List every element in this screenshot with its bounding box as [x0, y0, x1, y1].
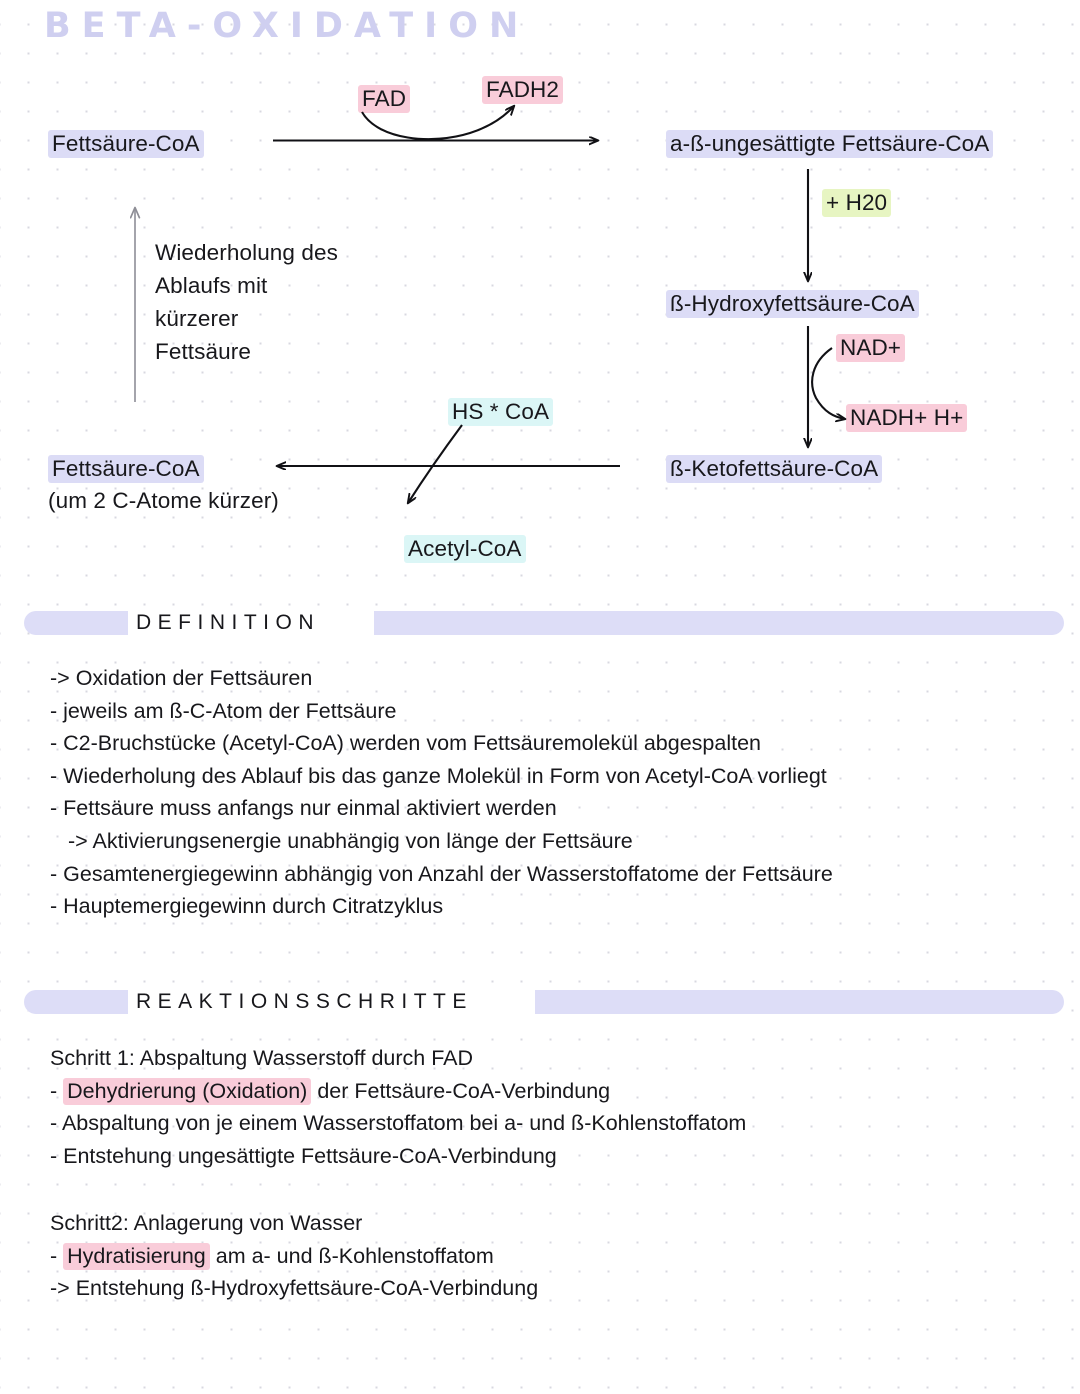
list-item: - Wiederholung des Ablauf bis das ganze … — [50, 763, 827, 788]
step1-heading: Schritt 1: Abspaltung Wasserstoff durch … — [50, 1046, 474, 1070]
definition-bar-gap — [128, 608, 374, 638]
step2-block: Schritt2: Anlagerung von Wasser - Hydrat… — [50, 1207, 538, 1305]
step2-bullet-2: -> Entstehung ß-Hydroxyfettsäure-CoA-Ver… — [50, 1276, 539, 1301]
loop-note-line-3: kürzerer — [155, 306, 239, 331]
node-fettsaeure-coa-end-note: (um 2 C-Atome kürzer) — [48, 488, 279, 513]
node-unsaturated-fatty-acyl-coa: a-ß-ungesättigte Fettsäure-CoA — [666, 130, 994, 158]
node-water-addition: + H20 — [822, 189, 892, 217]
node-nad-plus-label: NAD+ — [836, 334, 906, 362]
list-item: -> Oxidation der Fettsäuren — [50, 666, 313, 690]
step2-highlight-term: Hydratisierung — [63, 1242, 210, 1270]
step2-bullet-1: - Hydratisierung am a- und ß-Kohlenstoff… — [50, 1240, 538, 1273]
node-acetyl-coa: Acetyl-CoA — [404, 535, 526, 563]
node-water-label: + H20 — [822, 189, 892, 217]
node-fettsaeure-coa-start-label: Fettsäure-CoA — [48, 130, 204, 158]
definition-label: DEFINITION — [136, 611, 320, 634]
node-nadh-h: NADH+ H+ — [846, 404, 968, 432]
loop-note-line-1: Wiederholung des — [155, 240, 338, 265]
node-nad-plus: NAD+ — [836, 334, 906, 362]
step1-block: Schritt 1: Abspaltung Wasserstoff durch … — [50, 1042, 746, 1172]
list-item: - Fettsäure muss anfangs nur einmal akti… — [50, 796, 557, 821]
node-keto-label: ß-Ketofettsäure-CoA — [666, 455, 883, 483]
node-fettsaeure-coa-end-label: Fettsäure-CoA — [48, 455, 204, 483]
reaktionsschritte-bar-gap — [128, 987, 535, 1017]
list-item: - Hauptemergiegewinn durch Citratzyklus — [50, 894, 444, 919]
step1-bullet-1: - Dehydrierung (Oxidation) der Fettsäure… — [50, 1075, 746, 1108]
node-fadh2-label: FADH2 — [482, 76, 564, 104]
list-item: - jeweils am ß-C-Atom der Fettsäure — [50, 698, 397, 723]
node-hydroxy-label: ß-Hydroxyfettsäure-CoA — [666, 290, 919, 318]
loop-note-line-4: Fettsäure — [155, 339, 251, 364]
step1-bullet-2: - Abspaltung von je einem Wasserstoffato… — [50, 1111, 747, 1136]
arrow-hscoa-to-acetylcoa — [408, 424, 463, 503]
bullet-dash: - — [50, 1078, 64, 1103]
node-fettsaeure-coa-end: Fettsäure-CoA — [48, 455, 204, 483]
node-nadh-h-label: NADH+ H+ — [846, 404, 968, 432]
list-item: - C2-Bruchstücke (Acetyl-CoA) werden vom… — [50, 731, 761, 756]
page-title: BETA-OXIDATION — [44, 6, 530, 46]
step1-bullet-1-rest: der Fettsäure-CoA-Verbindung — [311, 1078, 611, 1103]
node-fadh2: FADH2 — [482, 76, 564, 104]
node-unsaturated-label: a-ß-ungesättigte Fettsäure-CoA — [666, 130, 994, 158]
section-header-definition: DEFINITION — [24, 608, 1064, 638]
node-fad-label: FAD — [358, 85, 411, 113]
step1-highlight-term: Dehydrierung (Oxidation) — [63, 1077, 312, 1105]
step2-heading: Schritt2: Anlagerung von Wasser — [50, 1211, 363, 1235]
list-item: - Gesamtenergiegewinn abhängig von Anzah… — [50, 861, 833, 886]
reaktionsschritte-label: REAKTIONSSCHRITTE — [136, 990, 473, 1013]
node-fettsaeure-coa-start: Fettsäure-CoA — [48, 130, 204, 158]
node-keto-fatty-acyl-coa: ß-Ketofettsäure-CoA — [666, 455, 883, 483]
section-header-reaktionsschritte: REAKTIONSSCHRITTE — [24, 987, 1064, 1017]
node-hs-coa-label: HS * CoA — [448, 398, 554, 426]
node-hydroxy-fatty-acyl-coa: ß-Hydroxyfettsäure-CoA — [666, 290, 919, 318]
node-fad: FAD — [358, 85, 411, 113]
loop-note-line-2: Ablaufs mit — [155, 273, 268, 298]
node-hs-coa: HS * CoA — [448, 398, 554, 426]
step1-bullet-3: - Entstehung ungesättigte Fettsäure-CoA-… — [50, 1143, 557, 1168]
list-item: -> Aktivierungsenergie unabhängig von lä… — [68, 828, 633, 853]
step2-bullet-1-rest: am a- und ß-Kohlenstoffatom — [209, 1243, 494, 1268]
bullet-dash: - — [50, 1243, 64, 1268]
node-acetyl-coa-label: Acetyl-CoA — [404, 535, 526, 563]
definition-list: -> Oxidation der Fettsäuren - jeweils am… — [50, 662, 833, 923]
